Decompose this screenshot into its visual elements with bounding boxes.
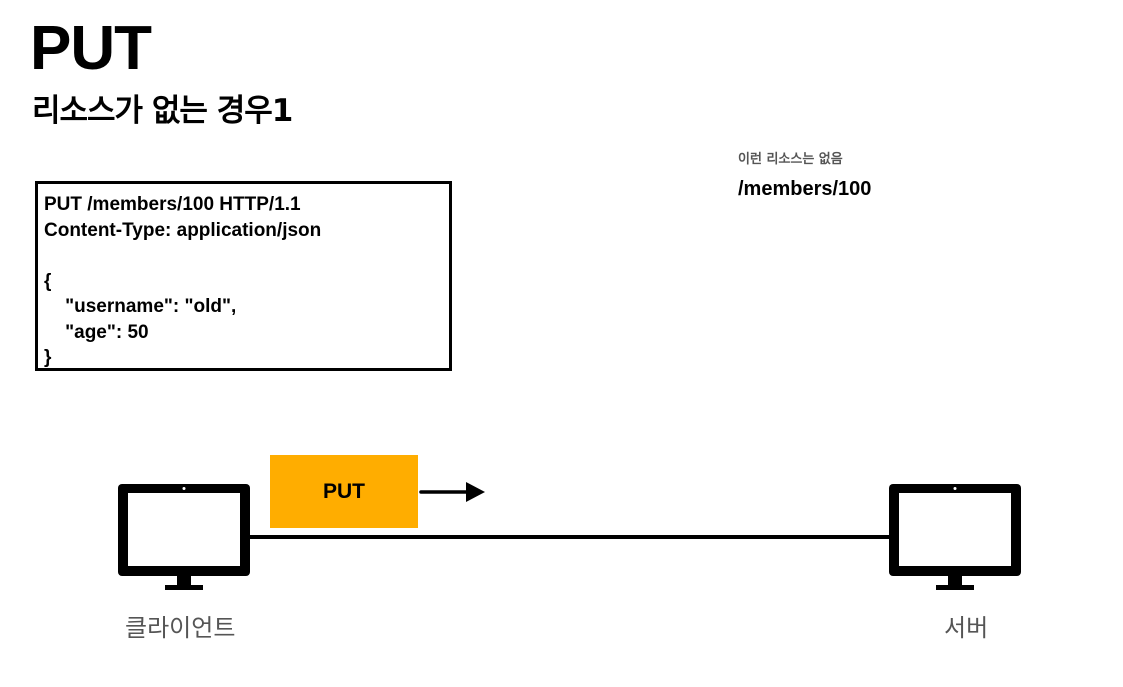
request-arrow-head (466, 482, 485, 502)
request-body-line: } (44, 347, 52, 368)
http-request-box: PUT /members/100 HTTP/1.1 Content-Type: … (35, 181, 452, 371)
slide-subtitle: 리소스가 없는 경우1 (32, 93, 293, 129)
request-line: PUT /members/100 HTTP/1.1 (44, 194, 301, 215)
server-label: 서버 (944, 614, 989, 642)
request-body-line: "username": "old", (44, 296, 237, 317)
request-header-line: Content-Type: application/json (44, 219, 322, 241)
request-body-line: { (44, 270, 52, 292)
client-monitor-icon (118, 484, 250, 590)
server-monitor-icon (889, 484, 1021, 590)
request-body-line: "age": 50 (44, 321, 149, 343)
server-resource-path: /members/100 (738, 178, 872, 200)
put-method-box: PUT (270, 455, 418, 528)
slide-title: PUT (30, 14, 152, 83)
client-label: 클라이언트 (125, 614, 236, 642)
server-resource-note: 이런 리소스는 없음 (738, 152, 843, 167)
put-method-label: PUT (323, 479, 365, 503)
